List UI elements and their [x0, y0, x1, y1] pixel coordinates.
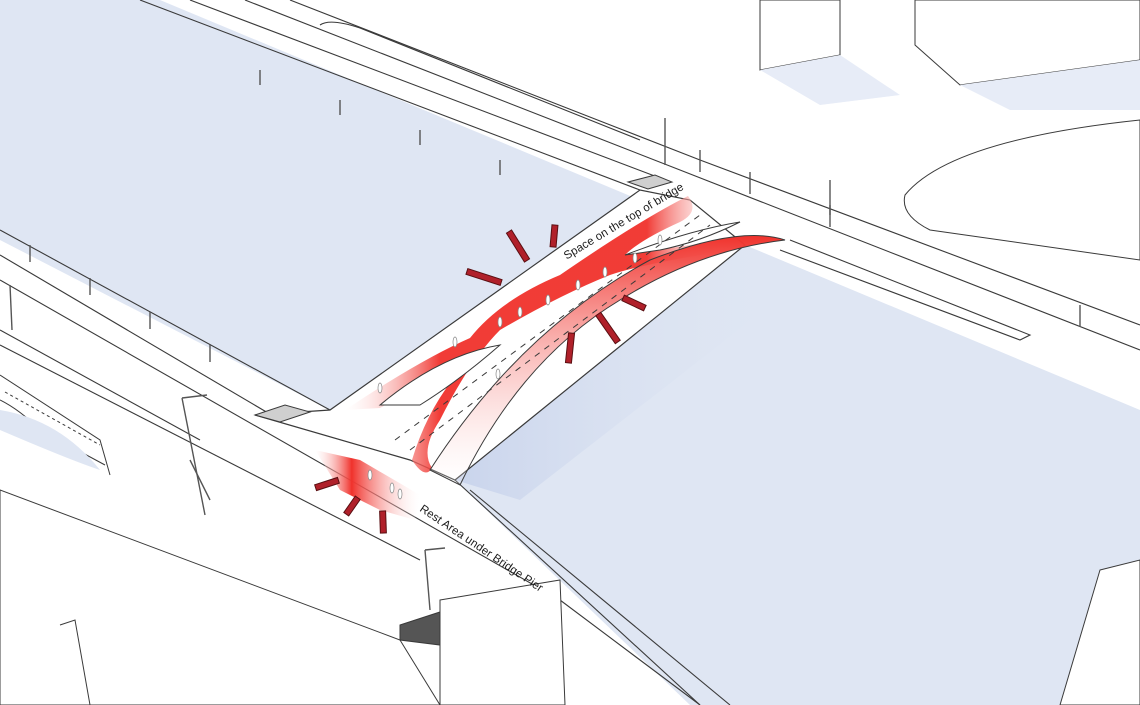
bridge-arch	[429, 235, 786, 486]
buildings-bottom	[0, 489, 1140, 705]
upper-rail	[259, 70, 1081, 327]
bridge-openings	[378, 221, 741, 406]
upper-embankment	[139, 0, 1140, 351]
lower-left-structure	[0, 374, 111, 476]
attention-bursts-top	[465, 224, 647, 364]
pedestrians	[367, 234, 663, 500]
bridge-abutments	[253, 174, 674, 423]
street-lamps	[181, 394, 446, 611]
attention-bursts-rest	[314, 476, 387, 534]
lower-rail	[9, 245, 211, 362]
bridge-shadow	[455, 245, 790, 500]
lane-markings	[394, 214, 711, 451]
top-of-bridge-highlight	[345, 196, 723, 473]
rest-area-highlight	[315, 450, 420, 520]
buildings-top-right	[759, 0, 1140, 261]
